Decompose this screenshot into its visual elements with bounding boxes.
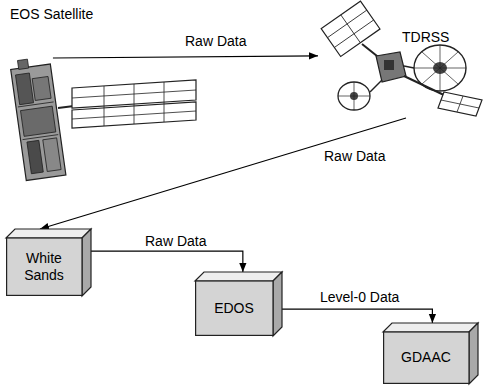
box-label: White Sands: [15, 250, 73, 285]
box-top-face: [6, 229, 91, 238]
flow-label: Raw Data: [183, 33, 248, 50]
process-box: EDOS: [195, 272, 282, 336]
data-flow-arrow: [91, 251, 243, 272]
eos-solar-array: [58, 80, 196, 128]
box-front-face: [384, 332, 469, 383]
satellite-label: EOS Satellite: [10, 6, 93, 24]
eos-satellite-figure: [10, 56, 66, 180]
box-label: EDOS: [214, 300, 254, 318]
process-box: White Sands: [6, 229, 91, 296]
process-box: GDAAC: [383, 323, 478, 384]
box-front-face: [7, 238, 82, 295]
tdrss-figure: [321, 1, 482, 116]
box-top-face: [195, 272, 282, 281]
satellite-node: EOS Satellite: [12, 58, 198, 182]
satellite-node: TDRSS: [318, 5, 484, 118]
box-side-face: [273, 272, 282, 336]
satellite-label: TDRSS: [402, 29, 449, 47]
box-side-face: [82, 229, 91, 296]
box-label: GDAAC: [401, 349, 451, 367]
flow-label: Raw Data: [322, 148, 387, 165]
flow-label: Raw Data: [143, 233, 208, 250]
box-side-face: [469, 323, 478, 384]
data-flow-arrow: [40, 118, 406, 229]
flow-label: Level-0 Data: [318, 289, 401, 306]
data-flow-arrow: [53, 56, 318, 58]
data-flow-arrow: [282, 309, 432, 323]
box-front-face: [196, 281, 273, 335]
box-top-face: [383, 323, 478, 332]
